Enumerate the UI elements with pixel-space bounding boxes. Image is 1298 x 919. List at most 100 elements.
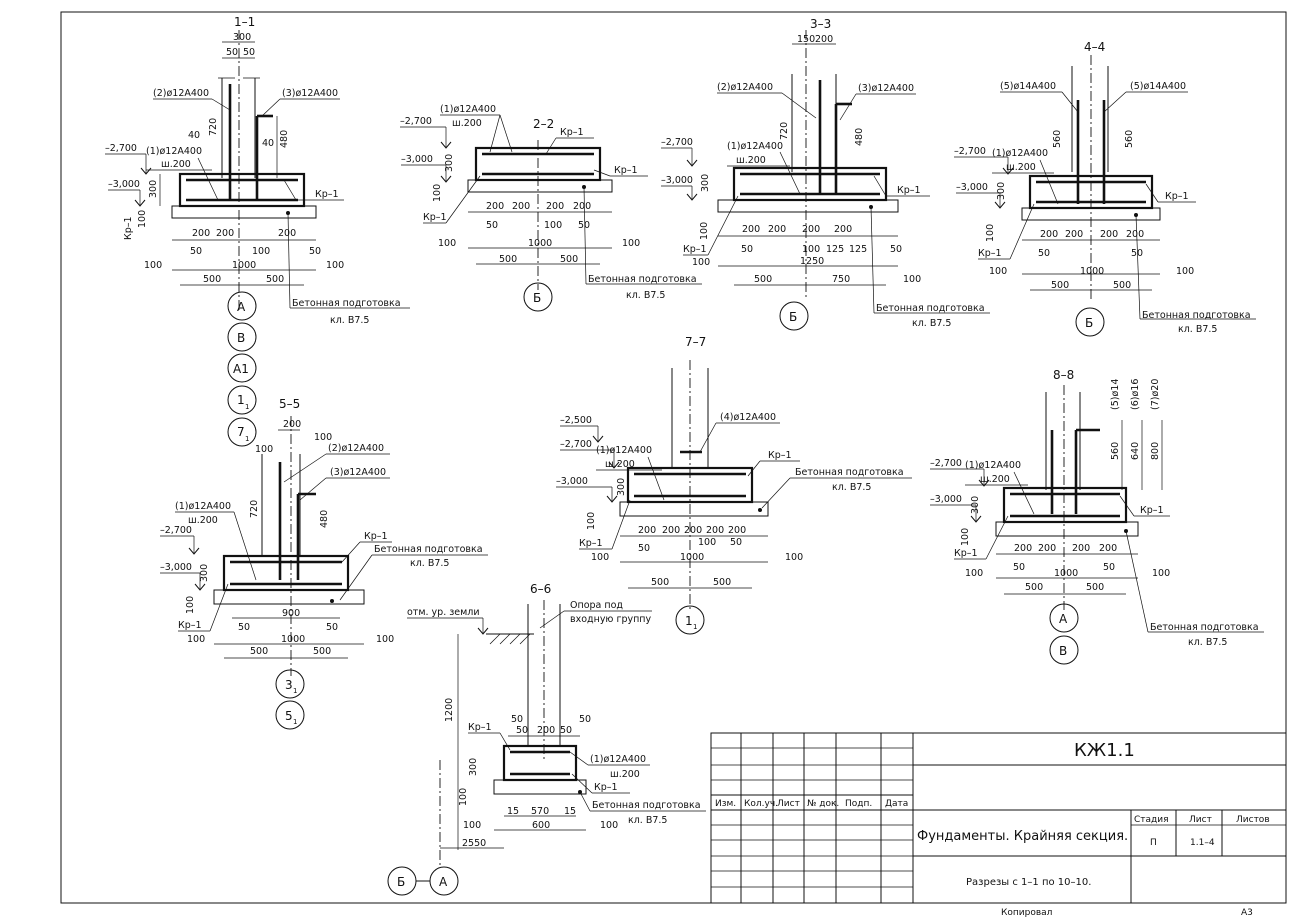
dim-100: 100 — [586, 512, 597, 530]
dim-bot-200b: 200 — [1038, 543, 1056, 554]
axis-bubble-1-1: 1 — [237, 393, 245, 407]
kr-1-right: Кр–1 — [364, 531, 388, 542]
section-title: 1–1 — [234, 15, 255, 29]
dim-800: 800 — [1150, 442, 1161, 460]
section-title: 5–5 — [279, 397, 300, 411]
dim-100r: 100 — [903, 274, 921, 285]
dim-100: 100 — [432, 184, 443, 202]
dim-top-200: 200 — [815, 34, 833, 45]
axis-bubble-b: В — [1059, 644, 1067, 658]
dim-bot-100: 100 — [802, 244, 820, 255]
dim-bot-50a: 50 — [486, 220, 498, 231]
drawing-name: Фундаменты. Крайняя секция. — [917, 829, 1128, 844]
dim-bot-200c: 200 — [546, 201, 564, 212]
dim-500b: 500 — [1113, 280, 1131, 291]
dim-bot-200a: 200 — [192, 228, 210, 239]
elev-2700: –2,700 — [954, 146, 986, 157]
dim-bot-100: 100 — [544, 220, 562, 231]
rebar-7: (7)ø20 — [1150, 379, 1161, 410]
prep-label: Бетонная подготовка — [795, 467, 904, 478]
dim-100r: 100 — [376, 634, 394, 645]
kr-1-left: Кр–1 — [954, 548, 978, 559]
dim-1000: 1000 — [1080, 266, 1104, 277]
rebar-2: (2)ø12А400 — [153, 88, 209, 99]
section-8-8: 8–8 (5)ø14 (6)ø16 (7)ø20 560 640 800 –2,… — [930, 368, 1264, 665]
dim-top-50c: 50 — [560, 725, 572, 736]
rebar-6: (6)ø16 — [1130, 379, 1141, 410]
prep-label: Бетонная подготовка — [876, 303, 985, 314]
dim-bot-200c: 200 — [278, 228, 296, 239]
prep-class: кл. В7.5 — [1178, 324, 1217, 335]
dim-bot-200b: 200 — [1065, 229, 1083, 240]
dim-100r: 100 — [785, 552, 803, 563]
dim-bot-200a: 200 — [486, 201, 504, 212]
elev-3000: –3,000 — [956, 182, 988, 193]
prep-label: Бетонная подготовка — [292, 298, 401, 309]
sheet-header: Лист — [1189, 815, 1212, 825]
section-6-6: 6–6 отм. ур. земли Опора под входную гру… — [387, 582, 706, 896]
dim-300: 300 — [199, 564, 210, 582]
dim-640: 640 — [1130, 442, 1141, 460]
dim-1000: 1000 — [1054, 568, 1078, 579]
dim-bot-50b: 50 — [1103, 562, 1115, 573]
dim-300: 300 — [148, 180, 159, 198]
dim-500a: 500 — [1025, 582, 1043, 593]
axis-bubble-b: В — [237, 331, 245, 345]
dim-500b: 500 — [713, 577, 731, 588]
axis-bubble-b: Б — [397, 875, 405, 889]
rebar-4: (4)ø12А400 — [720, 412, 776, 423]
elev-2700: –2,700 — [560, 439, 592, 450]
dim-300: 300 — [468, 758, 479, 776]
kr-1-top: Кр–1 — [468, 722, 492, 733]
dim-500b: 500 — [1086, 582, 1104, 593]
prep-label: Бетонная подготовка — [588, 274, 697, 285]
dim-100l: 100 — [591, 552, 609, 563]
step: ш.200 — [161, 159, 191, 170]
dim-bot-200d: 200 — [706, 525, 724, 536]
sheet-frame — [60, 11, 1287, 904]
dim-100r: 100 — [326, 260, 344, 271]
kr-1-right: Кр–1 — [897, 185, 921, 196]
dim-500a: 500 — [499, 254, 517, 265]
kr-1: Кр–1 — [315, 189, 339, 200]
dim-bot-200c: 200 — [1072, 543, 1090, 554]
stage-header: Стадия — [1134, 815, 1169, 825]
dim-bot-200d: 200 — [1099, 543, 1117, 554]
kr-1-right: Кр–1 — [1165, 191, 1189, 202]
dim-top-50d: 50 — [579, 714, 591, 725]
dim-top-50a: 50 — [511, 714, 523, 725]
section-5-5: 5–5 200 100 100 (2)ø12А400 (3)ø12А400 72… — [160, 397, 488, 730]
dim-480: 480 — [854, 128, 865, 146]
dim-500a: 500 — [1051, 280, 1069, 291]
dim-100r: 100 — [622, 238, 640, 249]
dim-top-150: 150 — [797, 34, 815, 45]
hdr-podp: Подп. — [845, 799, 872, 809]
dim-1250: 1250 — [800, 256, 824, 267]
elev-2700: –2,700 — [160, 525, 192, 536]
prep-class: кл. В7.5 — [628, 815, 667, 826]
section-4-4: 4–4 (5)ø14А400 (5)ø14А400 560 560 –2,700… — [954, 40, 1256, 337]
dim-720: 720 — [249, 500, 260, 518]
kr-1-bottom: Кр–1 — [594, 782, 618, 793]
dim-600: 600 — [532, 820, 550, 831]
drawing-code: КЖ1.1 — [1074, 740, 1135, 761]
dim-720: 720 — [208, 118, 219, 136]
section-1-1: 1–1 300 50 50 (2)ø12А400 (3)ø12А400 720 … — [105, 15, 410, 447]
dim-bot-200a: 200 — [1014, 543, 1032, 554]
kr-1-right: Кр–1 — [614, 165, 638, 176]
dim-bot-50a: 50 — [238, 622, 250, 633]
dim-bot-200a: 200 — [1040, 229, 1058, 240]
dim-top-100b: 100 — [314, 432, 332, 443]
dim-100: 100 — [458, 788, 469, 806]
section-title: 8–8 — [1053, 368, 1074, 382]
dim-bot-50a: 50 — [638, 543, 650, 554]
elev-3000: –3,000 — [108, 179, 140, 190]
step: ш.200 — [605, 459, 635, 470]
rebar-3: (3)ø12А400 — [858, 83, 914, 94]
dim-100l: 100 — [965, 568, 983, 579]
dim-bot-50a: 50 — [741, 244, 753, 255]
step: ш.200 — [1006, 162, 1036, 173]
dim-560: 560 — [1110, 442, 1121, 460]
dim-bot-200b: 200 — [512, 201, 530, 212]
kr-1-top: Кр–1 — [560, 127, 584, 138]
